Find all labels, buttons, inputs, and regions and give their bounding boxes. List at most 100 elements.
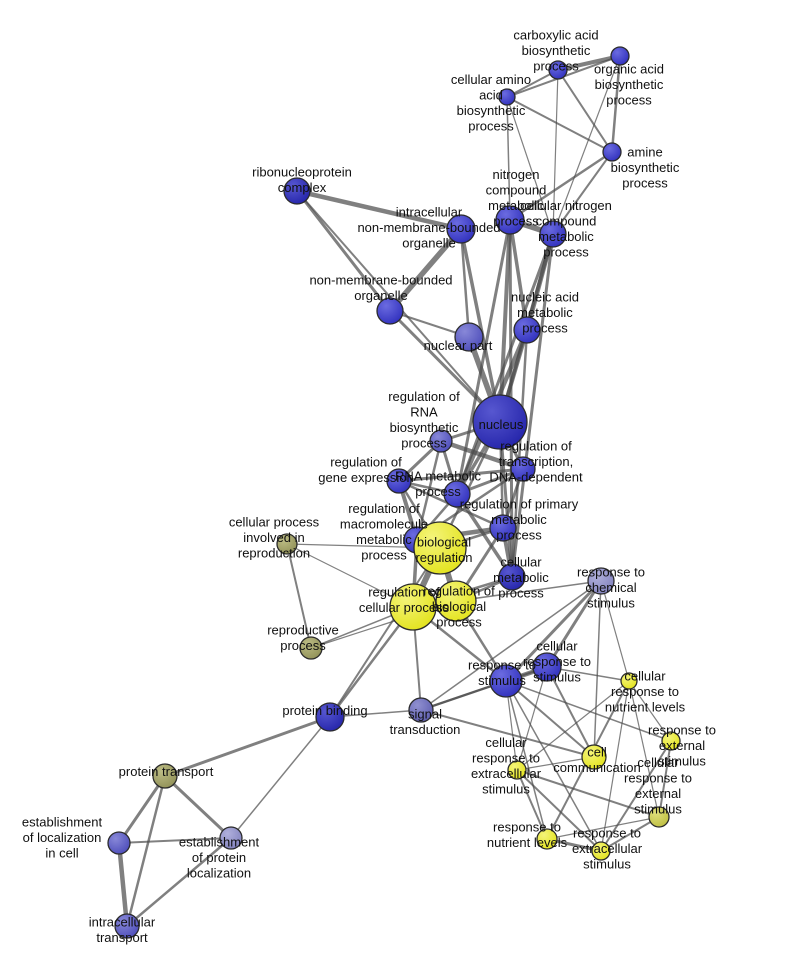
edge-intracellular_non_membrane_bounded_organelle--nucleus: [459, 227, 502, 424]
node-response_to_stimulus[interactable]: [489, 664, 523, 698]
nodes-layer: [107, 46, 681, 939]
node-response_to_chemical_stimulus[interactable]: [587, 567, 615, 595]
edge-cellular_response_to_nutrient_levels--response_to_external_stimulus: [628, 680, 672, 742]
edge-response_to_extracellular_stimulus--cellular_response_to_extracellular_stimulus: [516, 769, 602, 852]
node-cellular_response_to_extracellular_stimulus[interactable]: [507, 760, 527, 780]
label-protein_binding: protein binding: [282, 703, 367, 718]
node-nucleic_acid_metabolic_process[interactable]: [513, 316, 541, 344]
node-cellular_response_to_stimulus[interactable]: [532, 652, 562, 682]
node-intracellular_transport[interactable]: [114, 913, 140, 939]
edge-response_to_chemical_stimulus--cellular_response_to_nutrient_levels: [600, 580, 630, 682]
label-protein_transport: protein transport: [119, 764, 214, 779]
edge-protein_transport--establishment_of_localization_in_cell: [117, 774, 167, 845]
node-regulation_of_transcription_dna_dependent[interactable]: [510, 456, 536, 482]
node-organic_acid_biosynthetic_process[interactable]: [610, 46, 630, 66]
node-intracellular_non_membrane_bounded_organelle[interactable]: [446, 214, 476, 244]
node-nitrogen_compound_metabolic_process[interactable]: [495, 205, 525, 235]
edge-response_to_nutrient_levels--cellular_response_to_external_stimulus: [546, 816, 660, 840]
edge-response_to_extracellular_stimulus--cellular_response_to_nutrient_levels: [600, 680, 630, 852]
edge-protein_transport--intracellular_transport: [125, 774, 167, 928]
edge-carboxylic_acid_biosynthetic_process--cellular_nitrogen_compound_metabolic_process: [552, 69, 559, 235]
edge-carboxylic_acid_biosynthetic_process--organic_acid_biosynthetic_process: [556, 54, 622, 72]
node-establishment_of_protein_localization[interactable]: [219, 826, 243, 850]
node-regulation_of_primary_metabolic_process[interactable]: [489, 514, 517, 542]
node-biological_regulation[interactable]: [413, 521, 467, 575]
edge-protein_binding--establishment_of_protein_localization: [230, 716, 331, 839]
node-cellular_nitrogen_compound_metabolic_process[interactable]: [539, 220, 567, 248]
edge-protein_binding--signal_transduction: [329, 709, 422, 718]
node-amine_biosynthetic_process[interactable]: [602, 142, 622, 162]
node-ribonucleoprotein_complex[interactable]: [283, 177, 311, 205]
edge-intracellular_non_membrane_bounded_organelle--nuclear_part: [459, 227, 471, 339]
node-regulation_of_biological_process[interactable]: [435, 580, 477, 622]
edge-cellular_response_to_external_stimulus--cellular_response_to_nutrient_levels: [628, 680, 660, 818]
edge-response_to_stimulus--response_to_chemical_stimulus: [504, 579, 603, 683]
edges-layer: [116, 54, 672, 929]
node-nucleus[interactable]: [472, 394, 528, 450]
label-nucleus: nucleus: [479, 417, 524, 432]
node-response_to_external_stimulus[interactable]: [661, 731, 681, 751]
edge-establishment_of_localization_in_cell--intracellular_transport: [116, 840, 130, 929]
edge-response_to_stimulus--response_to_extracellular_stimulus: [505, 680, 602, 852]
edge-response_to_external_stimulus--response_to_extracellular_stimulus: [600, 740, 672, 852]
node-protein_transport[interactable]: [152, 763, 178, 789]
node-regulation_of_cellular_process[interactable]: [389, 583, 437, 631]
edge-cellular_amino_acid_biosynthetic_process--nitrogen_compound_metabolic_process: [506, 96, 511, 221]
node-carboxylic_acid_biosynthetic_process[interactable]: [548, 60, 568, 80]
node-cellular_response_to_nutrient_levels[interactable]: [620, 672, 638, 690]
edge-response_to_chemical_stimulus--regulation_of_biological_process: [455, 580, 602, 602]
node-nuclear_part[interactable]: [454, 322, 484, 352]
edge-nucleic_acid_metabolic_process--cellular_metabolic_process: [510, 328, 529, 579]
node-regulation_of_rna_biosynthetic_process[interactable]: [429, 429, 453, 453]
edge-response_to_chemical_stimulus--cell_communication: [593, 580, 602, 758]
edge-response_to_stimulus--cell_communication: [505, 680, 595, 758]
node-reproductive_process[interactable]: [299, 636, 323, 660]
edge-cell_communication--cellular_response_to_extracellular_stimulus: [516, 756, 595, 771]
node-regulation_of_gene_expression[interactable]: [386, 468, 412, 494]
node-cell_communication[interactable]: [581, 744, 607, 770]
node-signal_transduction[interactable]: [408, 697, 434, 723]
node-non_membrane_bounded_organelle[interactable]: [376, 297, 404, 325]
node-rna_metabolic_process[interactable]: [443, 480, 471, 508]
edge-protein_transport--establishment_of_protein_localization: [163, 774, 233, 840]
edge-ribonucleoprotein_complex--intracellular_non_membrane_bounded_organelle: [294, 188, 464, 232]
node-response_to_nutrient_levels[interactable]: [536, 828, 558, 850]
edge-signal_transduction--response_to_chemical_stimulus: [420, 580, 602, 711]
node-response_to_extracellular_stimulus[interactable]: [591, 841, 611, 861]
node-cellular_metabolic_process[interactable]: [498, 563, 526, 591]
node-cellular_response_to_external_stimulus[interactable]: [648, 806, 670, 828]
edge-protein_binding--protein_transport: [163, 715, 332, 778]
node-cellular_amino_acid_biosynthetic_process[interactable]: [498, 88, 516, 106]
node-cellular_process_involved_in_reproduction[interactable]: [276, 533, 298, 555]
node-protein_binding[interactable]: [315, 702, 345, 732]
edge-regulation_of_rna_biosynthetic_process--regulation_of_macromolecule_metabolic_process: [415, 439, 443, 542]
edge-establishment_of_localization_in_cell--establishment_of_protein_localization: [118, 837, 232, 844]
node-establishment_of_localization_in_cell[interactable]: [107, 831, 131, 855]
edge-cellular_response_to_stimulus--response_to_chemical_stimulus: [545, 579, 603, 669]
